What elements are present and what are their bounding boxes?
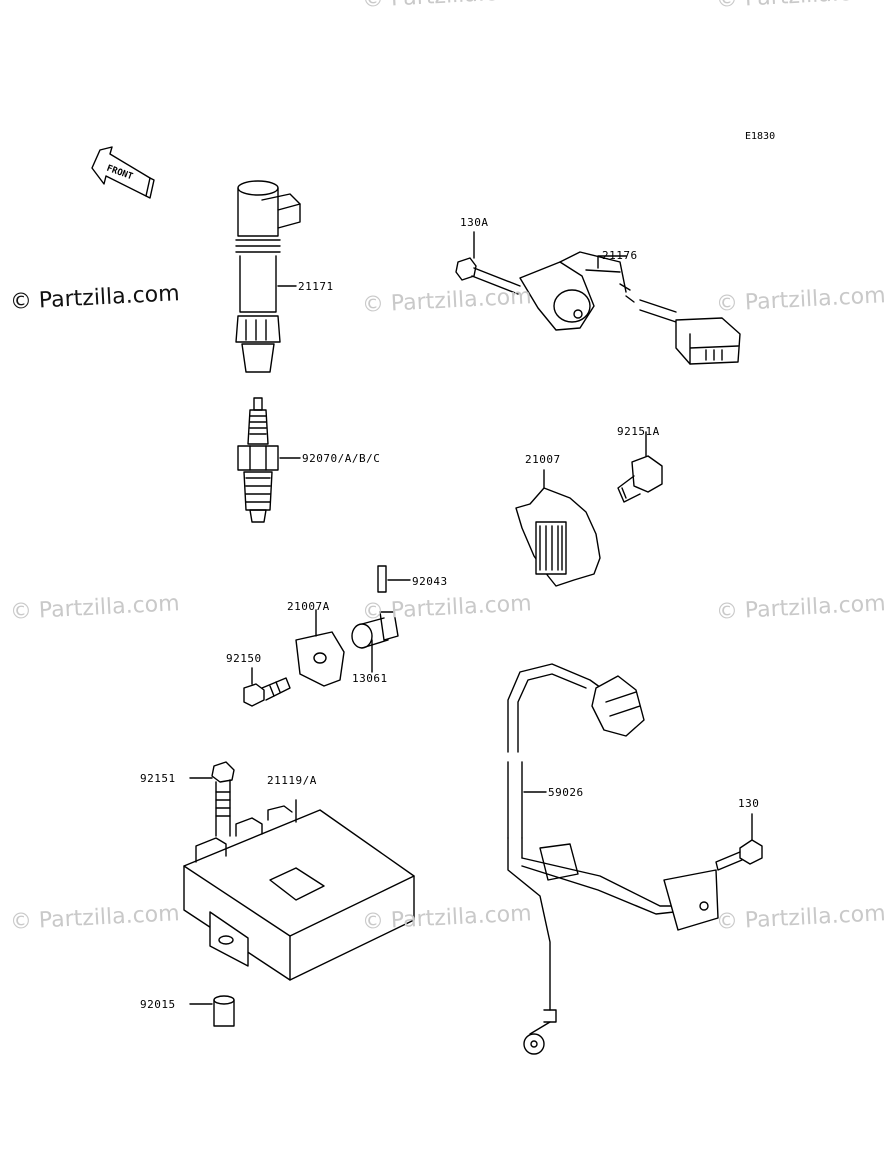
wire-harness bbox=[507, 663, 763, 1055]
part-label-21176[interactable]: 21176 bbox=[602, 249, 638, 262]
ignition-coil bbox=[235, 180, 301, 373]
part-label-92150[interactable]: 92150 bbox=[226, 652, 262, 665]
ecu-unit bbox=[183, 761, 415, 1027]
part-label-21119[interactable]: 21119/A bbox=[267, 774, 317, 787]
part-label-92015[interactable]: 92015 bbox=[140, 998, 176, 1011]
rotor-cam bbox=[243, 609, 345, 707]
part-label-92151A[interactable]: 92151A bbox=[617, 425, 660, 438]
front-arrow-icon bbox=[91, 146, 155, 199]
part-label-92070[interactable]: 92070/A/B/C bbox=[302, 452, 381, 465]
pin-and-shaft bbox=[351, 565, 411, 673]
part-label-59026[interactable]: 59026 bbox=[548, 786, 584, 799]
timing-rotor bbox=[515, 431, 663, 587]
part-label-92043[interactable]: 92043 bbox=[412, 575, 448, 588]
part-label-92151[interactable]: 92151 bbox=[140, 772, 176, 785]
diagram-code: E1830 bbox=[745, 131, 776, 142]
part-label-130A[interactable]: 130A bbox=[460, 216, 489, 229]
part-label-130[interactable]: 130 bbox=[738, 797, 760, 810]
part-label-21171[interactable]: 21171 bbox=[298, 280, 334, 293]
part-label-21007[interactable]: 21007 bbox=[525, 453, 561, 466]
part-label-13061[interactable]: 13061 bbox=[352, 672, 388, 685]
spark-plug bbox=[237, 397, 301, 523]
part-label-21007A[interactable]: 21007A bbox=[287, 600, 330, 613]
crank-sensor bbox=[455, 231, 741, 365]
